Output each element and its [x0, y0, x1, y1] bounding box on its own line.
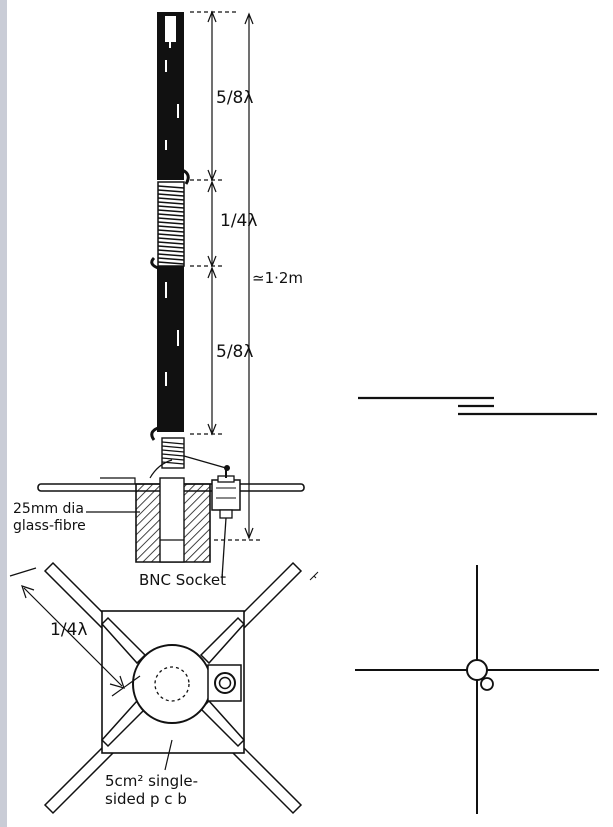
base-coil-turn [161, 457, 185, 461]
bnc-leader [221, 517, 227, 579]
coil-turn [157, 193, 185, 197]
base-material-label-1: 25mm dia [13, 501, 84, 517]
radial-length-label: 1/4λ [50, 620, 87, 640]
coil-turn [157, 209, 185, 213]
radial-dimension-line [9, 567, 141, 697]
lower-section-label: 5/8λ [216, 342, 253, 362]
coil-turn [157, 213, 185, 217]
right-lines [358, 396, 597, 416]
base-material-label-2: glass-fibre [13, 518, 86, 534]
coil-turn [157, 233, 185, 237]
base-coil-turn [161, 445, 185, 449]
coil-turn [157, 249, 185, 253]
bnc-socket [211, 468, 241, 519]
mast-circle [132, 644, 212, 724]
coil-turn [157, 217, 185, 221]
section-dimension-lines [190, 10, 238, 436]
coil-turn [157, 257, 185, 261]
coil-turn [157, 261, 185, 265]
pcb-label-2: sided p c b [105, 790, 187, 808]
base-coil-turn [161, 449, 185, 453]
lower-element [150, 256, 184, 441]
coil-turn [157, 229, 185, 233]
mast-inner-circle [154, 666, 190, 702]
loading-coil [157, 181, 185, 267]
base-coil [161, 437, 230, 471]
overall-dimension-line [214, 12, 262, 541]
coil-turn [157, 245, 185, 249]
coil-turn [157, 205, 185, 209]
coil-turn [157, 201, 185, 205]
coil-turn [157, 197, 185, 201]
coil-turn [157, 221, 185, 225]
pcb-label-1: 5cm² single- [105, 772, 198, 790]
antenna-elevation: 5/8λ 1/4λ 5/8λ ≃1·2m 25mm dia glass-fibr… [13, 10, 305, 589]
coil-turn [157, 237, 185, 241]
overall-length-label: ≃1·2m [252, 269, 303, 287]
pcb-leader [164, 739, 173, 771]
coil-turn [157, 225, 185, 229]
plan-view: 1/4λ 5cm² single- sided p c b [9, 561, 319, 815]
right-cross-symbol [355, 565, 599, 814]
scan-edge [0, 0, 7, 827]
base-coil-turn [161, 453, 185, 457]
coil-turn [157, 189, 185, 193]
glass-fibre-base [135, 459, 211, 563]
coil-section-label: 1/4λ [220, 211, 257, 231]
coil-turn [157, 253, 185, 257]
top-element [157, 12, 190, 185]
coil-turn [157, 241, 185, 245]
connector-label: BNC Socket [139, 571, 226, 589]
top-section-label: 5/8λ [216, 88, 253, 108]
base-coil-turn [161, 441, 185, 445]
coil-turn [157, 185, 185, 189]
